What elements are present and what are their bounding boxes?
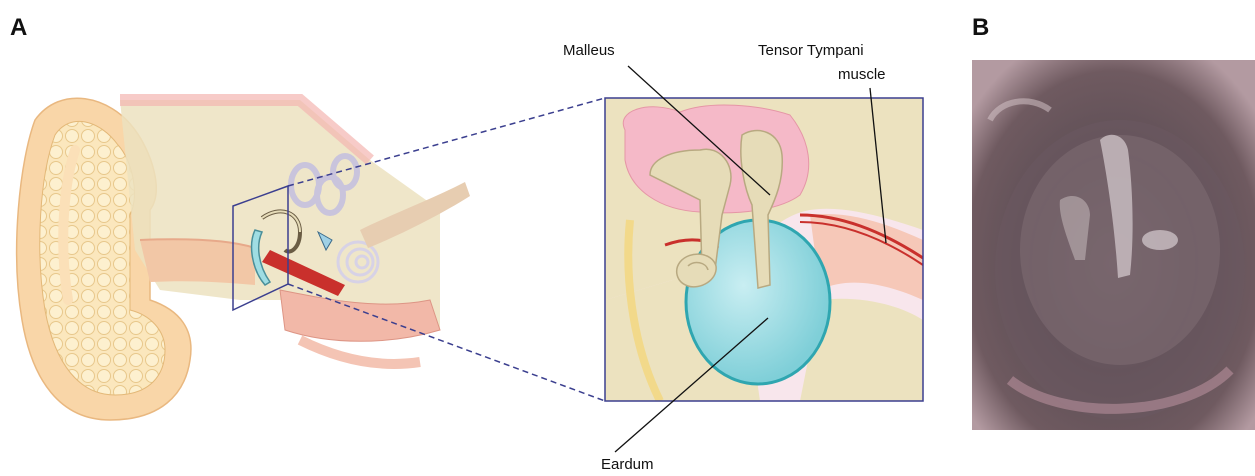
outer-ear-illustration — [17, 98, 470, 420]
muscle-label: muscle — [838, 66, 886, 83]
panel-label-b: B — [972, 14, 989, 42]
malleus-label: Malleus — [563, 42, 615, 59]
tensor-tympani-label: Tensor Tympani — [758, 42, 864, 59]
panel-label-a: A — [10, 14, 27, 42]
otoscope-photo — [972, 60, 1255, 430]
eardrum-label: Eardum — [601, 456, 654, 473]
zoom-line-bottom — [288, 284, 605, 401]
